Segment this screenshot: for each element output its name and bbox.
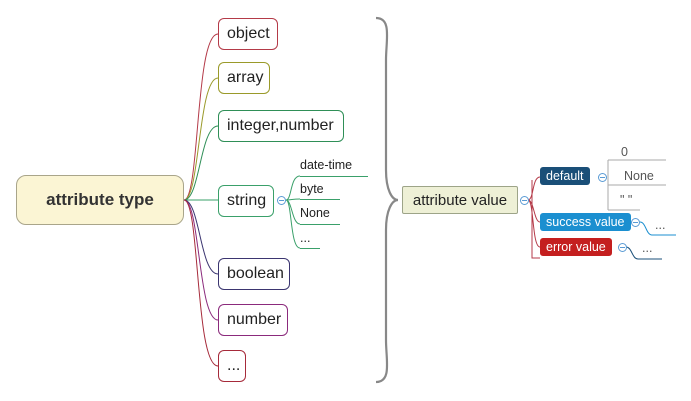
connector-integer — [183, 125, 219, 201]
type-node-string: string — [218, 185, 274, 217]
type-node-ellipsis: ... — [218, 350, 246, 382]
root-node-attribute-type: attribute type — [16, 175, 184, 225]
collapse-attribute-value-icon[interactable] — [520, 196, 529, 205]
type-node-array: array — [218, 62, 270, 94]
type-node-number: number — [218, 304, 288, 336]
connector-default-children — [607, 159, 666, 211]
collapse-string-icon[interactable] — [277, 196, 286, 205]
collapse-success-icon[interactable] — [631, 218, 640, 227]
error-value-tag: error value — [540, 238, 612, 256]
type-node-integer-number: integer,number — [218, 110, 344, 142]
string-child-underline — [300, 176, 368, 177]
connector-string-children — [285, 175, 301, 249]
string-child-none: None — [300, 206, 330, 220]
error-child-ellipsis: ... — [642, 241, 653, 255]
string-child-underline — [300, 224, 340, 225]
connector-object — [183, 33, 219, 201]
success-value-tag: success value — [540, 213, 631, 231]
string-child-underline — [300, 248, 320, 249]
connector-values — [527, 176, 541, 248]
string-child-underline — [300, 199, 340, 200]
connector-ellipsis — [183, 199, 219, 367]
type-node-boolean: boolean — [218, 258, 290, 290]
connector-array — [183, 77, 219, 201]
connector-boolean — [183, 199, 219, 275]
attribute-value-node: attribute value — [402, 186, 518, 214]
curly-brace — [375, 16, 399, 384]
connector-number — [183, 199, 219, 321]
default-child-zero: 0 — [621, 145, 628, 159]
string-child-ellipsis: ... — [300, 231, 311, 245]
default-tag: default — [540, 167, 590, 185]
string-child-date-time: date-time — [300, 158, 353, 172]
collapse-default-icon[interactable] — [598, 173, 607, 182]
default-child-none: None — [624, 169, 654, 183]
collapse-error-icon[interactable] — [618, 243, 627, 252]
type-node-object: object — [218, 18, 278, 50]
success-child-ellipsis: ... — [655, 218, 666, 232]
string-child-byte: byte — [300, 182, 324, 196]
default-child-empty-string: " " — [620, 193, 633, 207]
